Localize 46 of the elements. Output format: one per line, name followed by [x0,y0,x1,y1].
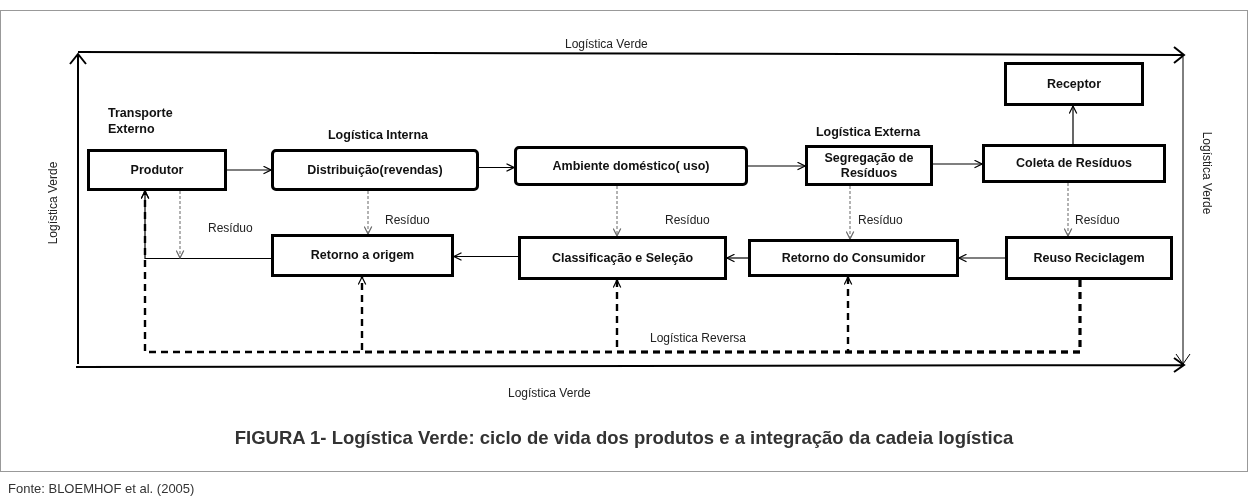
edge-label: Resíduo [665,213,710,227]
axis-label: Logística Verde [46,161,61,245]
box-label: Produtor [130,162,184,178]
arrow [845,185,855,240]
axis-label: Logística Verde [1200,131,1215,215]
arrow [140,190,1082,354]
edge-label: Resíduo [385,213,430,227]
box-label: Retorno a origem [310,248,415,263]
box-label: Segregação de Resíduos [823,150,915,181]
process-box [518,236,727,280]
arrow [1068,105,1078,145]
stage-heading: Logística Interna [327,127,429,143]
source-note: Fonte: BLOEMHOF et al. (2005) [8,481,195,496]
arrow [958,253,1006,263]
box-label: Ambiente doméstico( uso) [552,158,710,174]
box-label: Distribuição(revendas) [307,162,443,178]
arrow [226,165,272,175]
process-box [748,239,959,277]
arrow [363,190,373,235]
edge-label: Resíduo [208,221,253,235]
box-label: Classificação e Seleção [551,250,694,266]
stage-heading: Transporte Externo [108,105,174,137]
box-label: Reuso Reciclagem [1033,250,1145,266]
edge-label: Logística Reversa [650,331,747,345]
axis-label: Logística Verde [565,37,648,51]
process-box [1004,62,1144,106]
arrow [612,185,622,237]
arrow [1063,182,1073,237]
stage-heading: Logística Externa [814,124,922,140]
arrow [932,159,983,169]
arrow [747,161,806,171]
box-label: Receptor [1046,76,1102,92]
figure-caption: FIGURA 1- Logística Verde: ciclo de vida dos produtos e a integração da cadeia logística [233,427,1015,449]
axis-label: Logística Verde [508,386,591,400]
arrow [726,253,749,263]
arrow [453,252,519,261]
edge-label: Resíduo [858,213,903,227]
process-box [271,234,454,277]
arrow [175,190,185,259]
process-box [982,144,1166,183]
process-box [514,146,748,186]
box-label: Retorno do Consumidor [781,250,926,266]
arrow [478,163,515,172]
edge-label: Resíduo [1075,213,1120,227]
process-box [1005,236,1173,280]
box-label: Coleta de Resíduos [1016,156,1132,171]
